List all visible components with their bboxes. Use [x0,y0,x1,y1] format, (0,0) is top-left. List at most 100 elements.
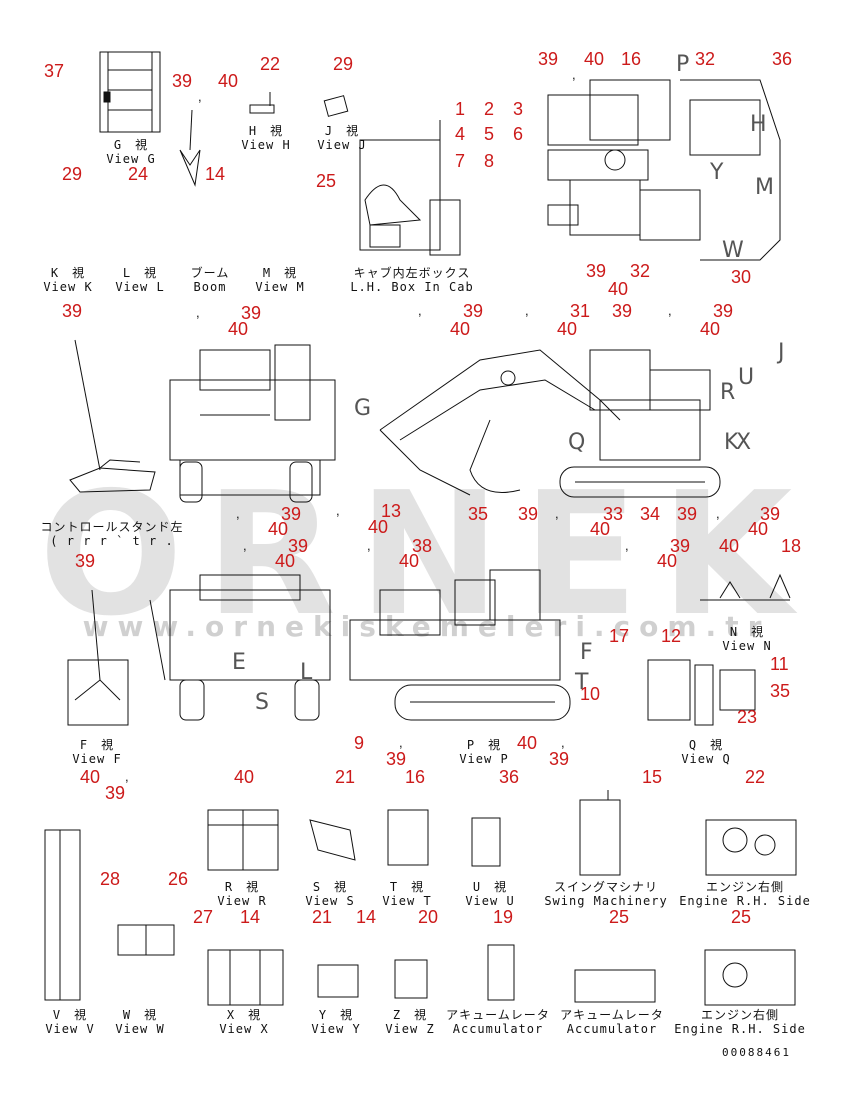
callout-number: 40 [228,319,249,339]
callout-number: , [418,303,422,318]
rear-view-excavator-drawing [149,574,331,721]
callout-number: 28 [100,869,121,889]
callout-number: 39 [670,536,691,556]
view-caption-en: View Y [311,1022,361,1036]
callout-number: 39 [172,71,193,91]
view-v-drawing [44,829,81,1001]
callout-number: 40 [80,767,101,787]
callout-number: , [525,303,529,318]
callout-number: 20 [418,907,439,927]
callout-number: 40 [719,536,740,556]
callout-number: 16 [405,767,426,787]
callout-number: 37 [44,61,65,81]
view-caption-en: Boom [193,280,227,294]
callout-number: 7 [455,151,466,171]
view-f-drawing [67,589,129,726]
engine-rh-side-drawing-2 [704,949,796,1006]
view-caption-jp: L 視 [122,266,158,280]
view-caption-jp: G 視 [113,138,149,152]
view-w-drawing [117,924,175,956]
view-caption-jp: K 視 [50,266,86,280]
view-caption-en: View K [43,280,93,294]
callout-number: , [367,538,371,553]
callout-number: , [668,303,672,318]
callout-number: 1 [455,99,466,119]
callout-number: 39 [62,301,83,321]
view-caption-en: ( r r r ` t r . [50,534,174,548]
callout-number: 40 [590,519,611,539]
callout-number: 32 [695,49,716,69]
callout-number: 39 [386,749,407,769]
view-arrow-letter: G [354,396,372,421]
view-caption-en: View R [217,894,267,908]
accumulator-drawing-2 [574,969,656,1003]
callout-number: 40 [700,319,721,339]
callout-number: 9 [354,733,365,753]
callout-number: 30 [731,267,752,287]
view-arrow-letter: M [755,175,774,200]
document-number: 00088461 [722,1046,791,1059]
callout-number: 39 [105,783,126,803]
callout-number: , [236,506,240,521]
view-arrow-letter: U [738,365,755,390]
callout-number: 10 [580,684,601,704]
view-caption-jp: N 視 [729,625,765,639]
callout-number: 32 [630,261,651,281]
callout-number: 39 [75,551,96,571]
view-caption-jp: R 視 [224,880,260,894]
view-caption-jp: T 視 [389,880,425,894]
view-arrow-letter: J [778,340,785,365]
view-arrow-letter: L [300,660,313,685]
view-caption-jp: スイングマシナリ [553,880,658,894]
view-caption-en: Accumulator [452,1022,544,1036]
callout-number: 25 [731,907,752,927]
view-caption-en: View V [45,1022,95,1036]
callout-number: , [716,506,720,521]
callout-number: 36 [772,49,793,69]
callout-number: 40 [275,551,296,571]
view-caption-jp: V 視 [52,1008,88,1022]
view-caption-en: Swing Machinery [544,894,668,908]
callout-number: 25 [316,171,337,191]
view-caption-jp: X 視 [226,1008,262,1022]
view-caption-jp: Z 視 [392,1008,428,1022]
view-caption-jp: キャブ内左ボックス [353,266,471,280]
callout-number: 40 [368,517,389,537]
callout-number: 39 [713,301,734,321]
callout-number: 39 [241,303,262,323]
accumulator-drawing-1 [487,944,515,1001]
view-caption-jp: F 視 [79,738,115,752]
side-view-p-drawing [349,569,571,721]
view-n-drawing [700,573,791,601]
callout-number: 35 [770,681,791,701]
view-caption-jp: アキュームレータ [446,1008,550,1022]
callout-number: 34 [640,504,661,524]
callout-number: 22 [260,54,281,74]
callout-number: 11 [770,654,789,674]
view-caption-jp: コントロールスタンド左 [40,520,184,534]
view-r-drawing [207,809,279,871]
view-arrow-letter: R [720,380,736,405]
callout-number: 2 [484,99,495,119]
callout-number: 31 [570,301,591,321]
callout-number: 24 [128,164,149,184]
callout-number: 5 [484,124,495,144]
callout-number: 40 [657,551,678,571]
view-caption-en: View S [305,894,355,908]
view-caption-jp: M 視 [262,266,298,280]
